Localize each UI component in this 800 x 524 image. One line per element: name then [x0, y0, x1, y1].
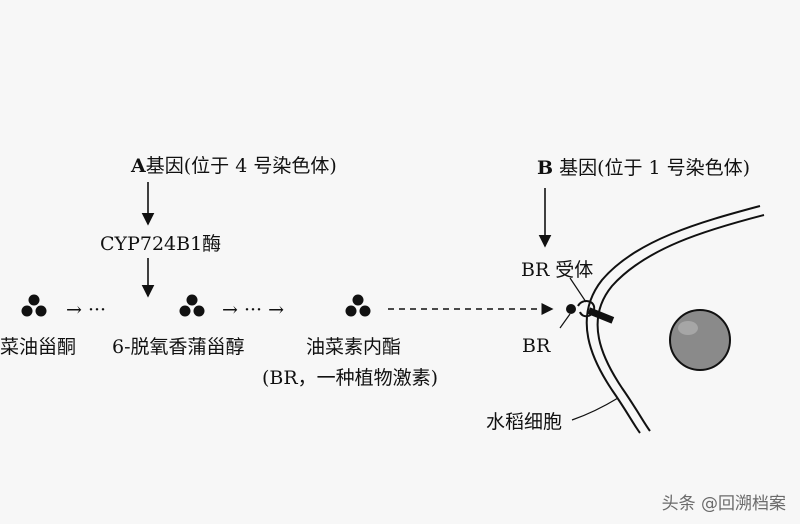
br-pointer-line	[559, 313, 571, 329]
molecule-cluster-1	[21, 294, 47, 317]
nucleus-highlight	[678, 321, 698, 335]
gene-a-letter: A	[131, 155, 146, 177]
enzyme-label: CYP724B1酶	[100, 233, 222, 255]
compound-2-label: 6-脱氧香蒲甾醇	[112, 336, 245, 358]
gene-b-label: 基因(位于 1 号染色体)	[559, 157, 751, 179]
gene-a-heading: A基因(位于 4 号染色体)	[131, 155, 337, 177]
compound-3-note: (BR，一种植物激素)	[262, 367, 439, 389]
cell-label: 水稻细胞	[486, 411, 563, 433]
pathway-dots-1: → ···	[66, 299, 107, 321]
cell-pointer-line	[571, 397, 619, 421]
receptor-label: BR 受体	[521, 259, 594, 281]
br-label: BR	[522, 335, 551, 357]
molecule-cluster-2	[179, 294, 205, 317]
molecule-cluster-3	[345, 294, 371, 317]
nucleus	[669, 309, 731, 371]
receptor-pointer-line	[569, 277, 587, 303]
compound-1-label: 菜油甾酮	[0, 336, 77, 358]
gene-a-label: 基因(位于 4 号染色体)	[145, 155, 337, 177]
pathway-dots-2: → ··· →	[222, 299, 285, 321]
cell-wall-outer	[585, 205, 761, 434]
br-receptor	[566, 300, 615, 324]
gene-b-letter: B	[537, 157, 554, 179]
compound-3-label: 油菜素内酯	[306, 336, 402, 358]
watermark: 头条 @回溯档案	[661, 494, 786, 514]
